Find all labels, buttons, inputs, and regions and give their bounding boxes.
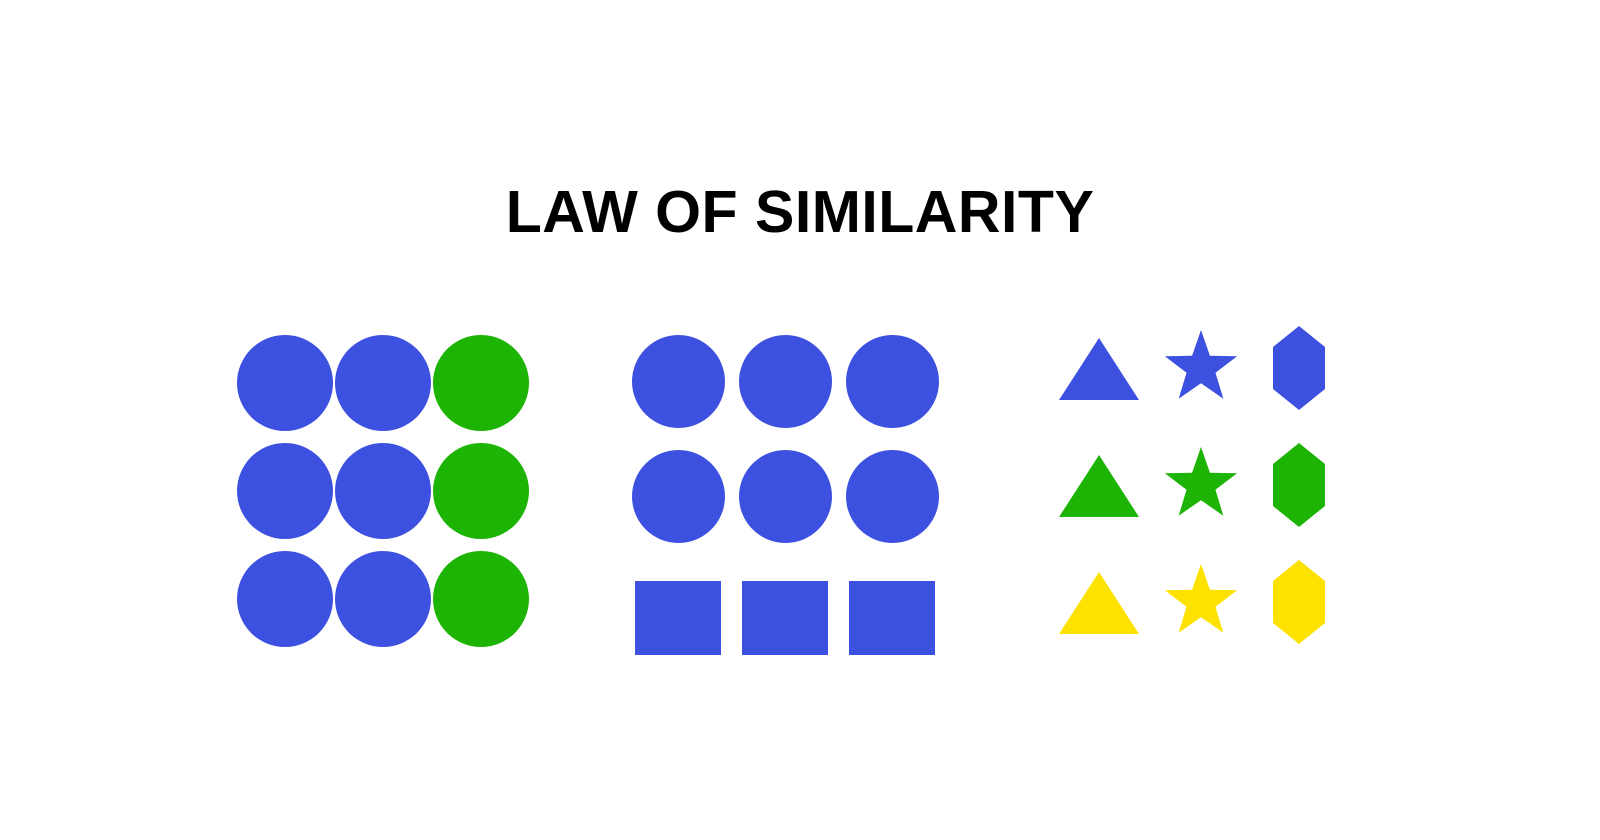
circle-shape xyxy=(433,443,529,539)
circle-shape xyxy=(237,335,333,431)
hexagon-shape xyxy=(1272,325,1326,411)
square-shape xyxy=(849,581,935,655)
shape-cell xyxy=(846,335,953,450)
shape-cell xyxy=(632,335,739,450)
circle-shape xyxy=(846,450,939,543)
page-title: LAW OF SIMILARITY xyxy=(505,179,1095,245)
shape-cell xyxy=(1240,322,1340,439)
hexagon-shape xyxy=(1272,559,1326,645)
square-shape xyxy=(635,581,721,655)
star-shape xyxy=(1162,564,1240,640)
hexagon-shape xyxy=(1272,442,1326,528)
triangle-shape xyxy=(1058,454,1142,520)
shape-cell xyxy=(237,443,335,551)
circle-shape xyxy=(433,551,529,647)
shape-cell xyxy=(433,551,531,659)
circle-shape xyxy=(335,335,431,431)
shape-cell xyxy=(1240,439,1340,556)
circle-shape xyxy=(846,335,939,428)
star-shape xyxy=(1162,330,1240,406)
star-shape xyxy=(1162,447,1240,523)
shape-cell xyxy=(1240,556,1340,673)
circle-shape xyxy=(335,443,431,539)
shape-cell xyxy=(846,565,953,680)
shape-cell xyxy=(1040,322,1140,439)
shape-cell xyxy=(739,565,846,680)
shape-cell xyxy=(1140,439,1240,556)
circle-shape xyxy=(739,335,832,428)
shape-cell xyxy=(335,443,433,551)
shape-cell xyxy=(433,335,531,443)
circle-shape xyxy=(433,335,529,431)
shape-cell xyxy=(335,551,433,659)
shape-cell xyxy=(632,450,739,565)
shape-group-similarity-by-form xyxy=(632,335,953,680)
shape-group-similarity-by-color-across-forms xyxy=(1040,322,1340,673)
shape-cell xyxy=(237,551,335,659)
shape-cell xyxy=(1040,556,1140,673)
circle-shape xyxy=(739,450,832,543)
square-shape xyxy=(742,581,828,655)
shape-cell xyxy=(237,335,335,443)
circle-shape xyxy=(632,335,725,428)
shape-cell xyxy=(739,335,846,450)
shape-cell xyxy=(1140,322,1240,439)
triangle-shape xyxy=(1058,337,1142,403)
shape-cell xyxy=(739,450,846,565)
circle-shape xyxy=(237,551,333,647)
shape-cell xyxy=(1040,439,1140,556)
shape-cell xyxy=(632,565,739,680)
triangle-shape xyxy=(1058,571,1142,637)
shape-group-similarity-by-color xyxy=(237,335,531,659)
shape-cell xyxy=(335,335,433,443)
circle-shape xyxy=(632,450,725,543)
shape-cell xyxy=(846,450,953,565)
circle-shape xyxy=(237,443,333,539)
shape-cell xyxy=(433,443,531,551)
shape-cell xyxy=(1140,556,1240,673)
circle-shape xyxy=(335,551,431,647)
